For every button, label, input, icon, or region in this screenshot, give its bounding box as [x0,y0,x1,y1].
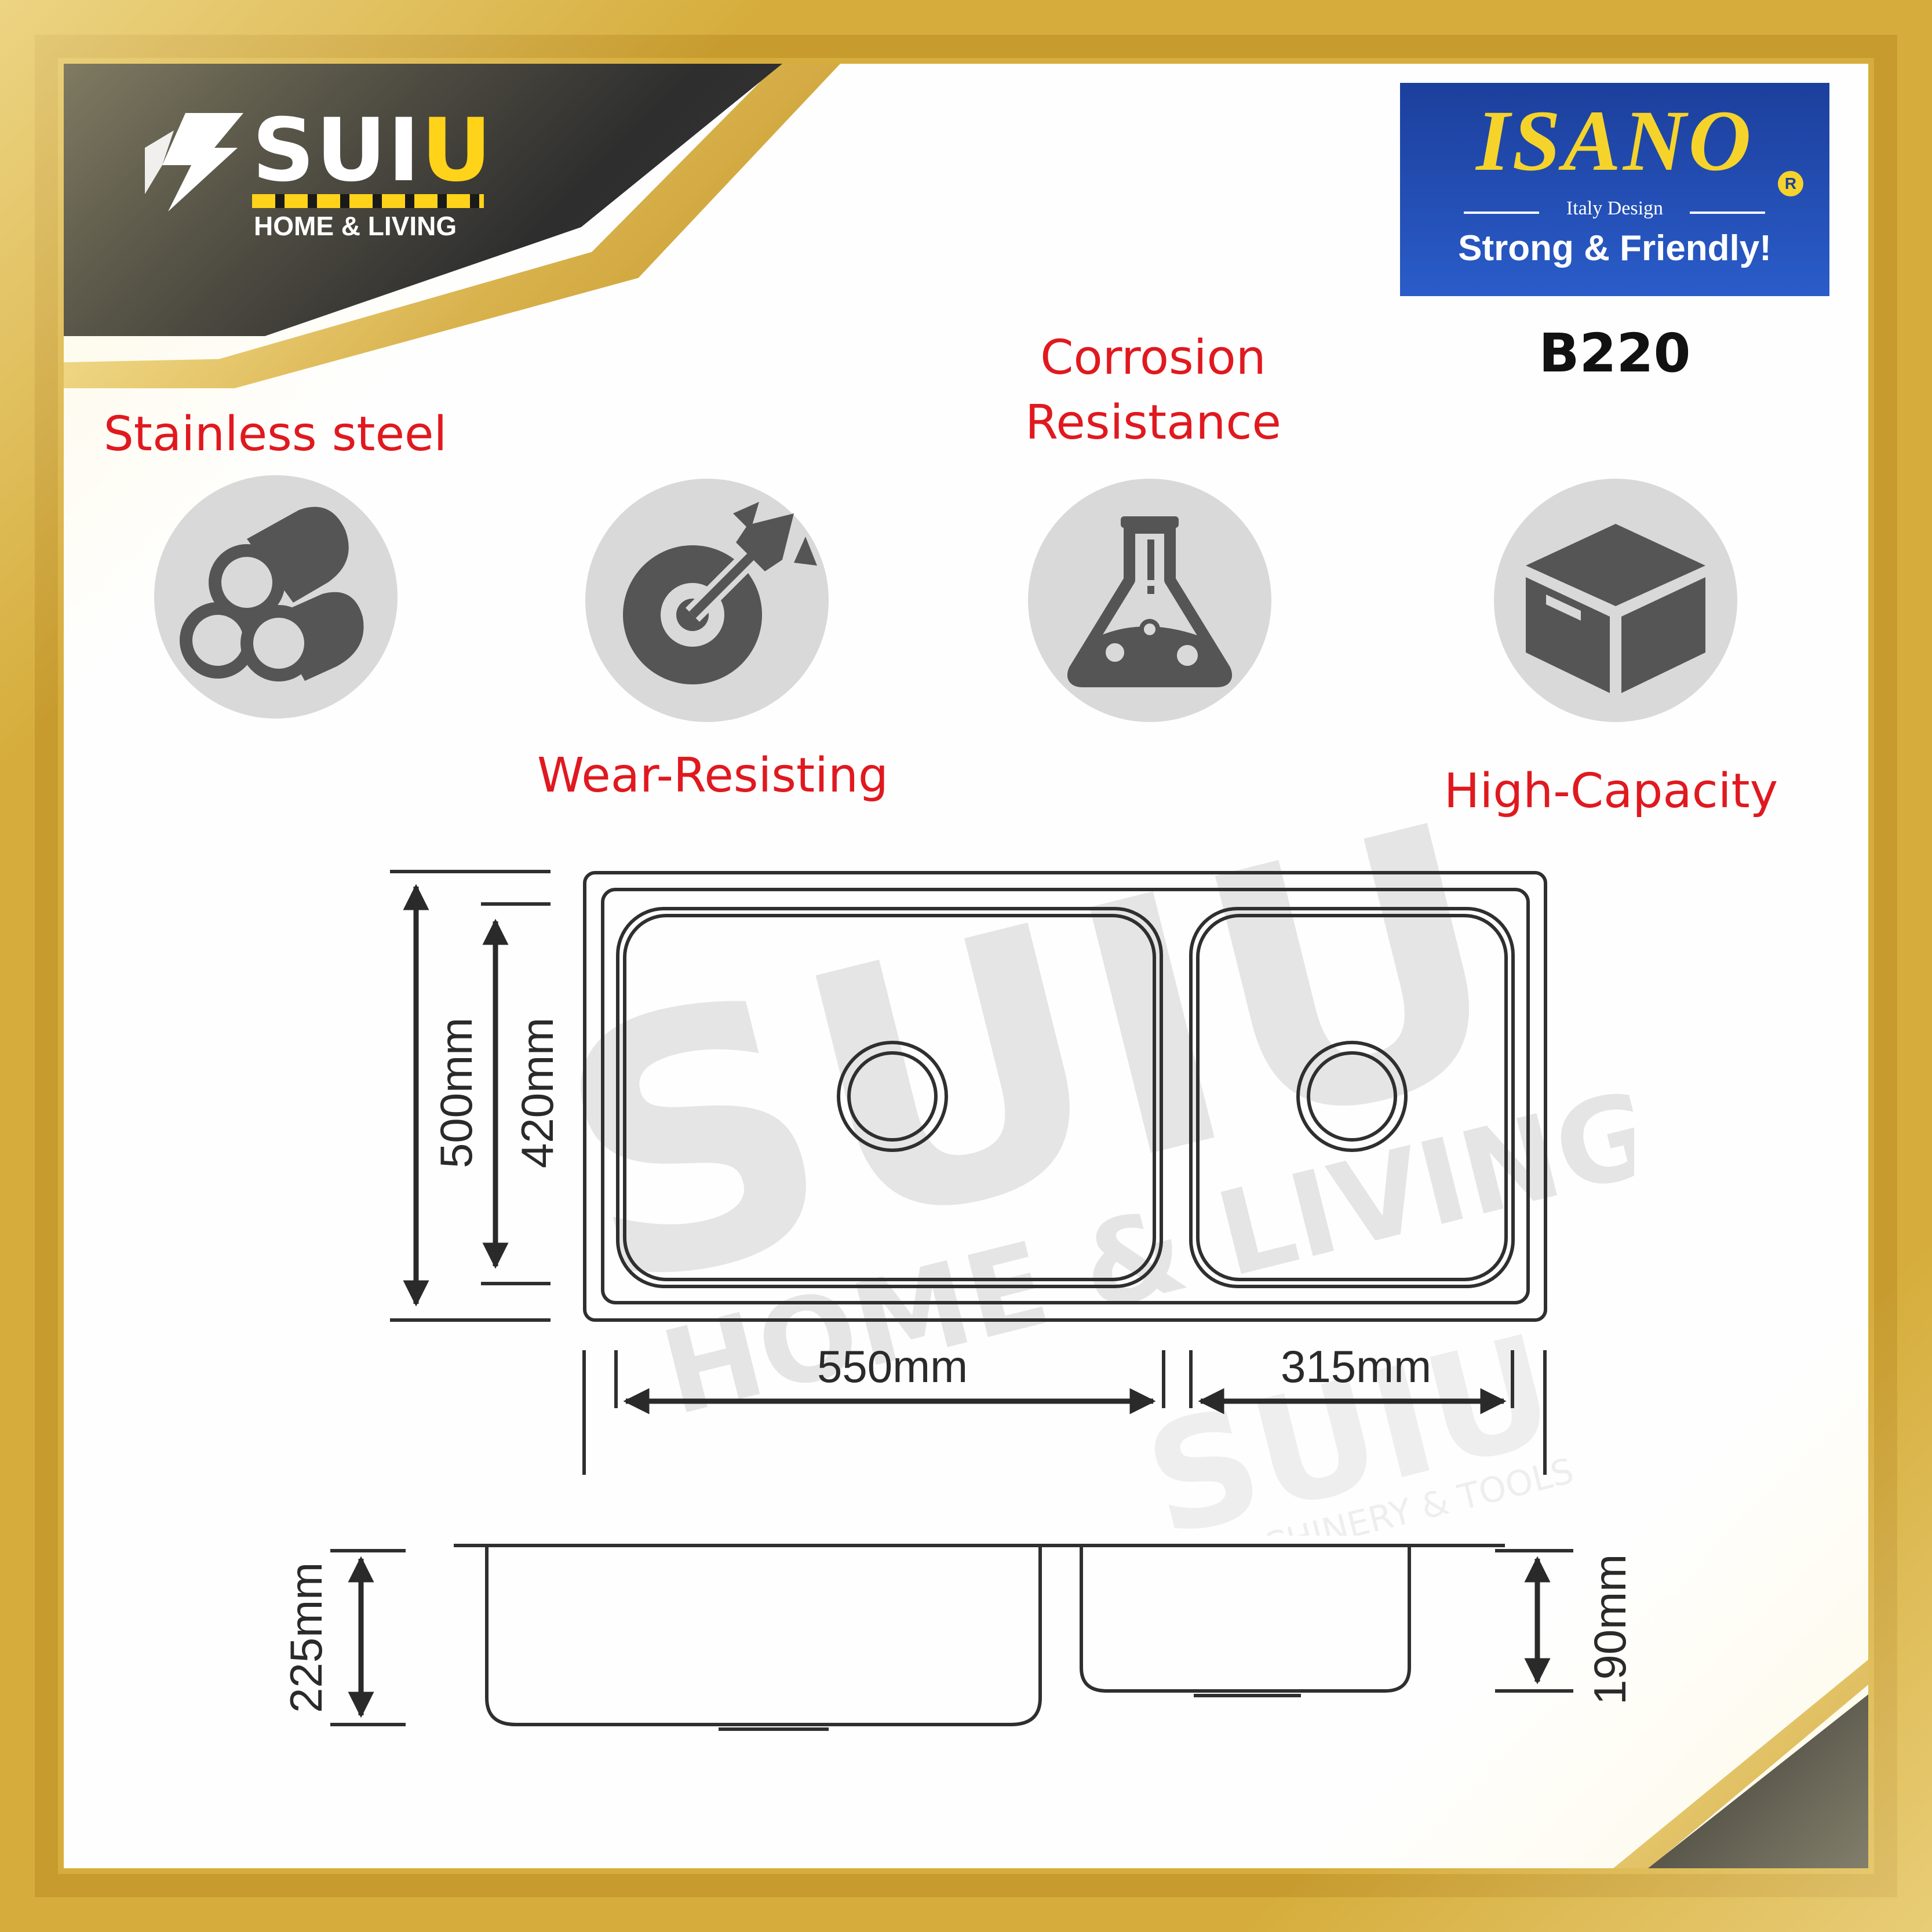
small-bowl-inner [1196,914,1508,1281]
model-number: B220 [1539,322,1691,384]
box-icon [1526,524,1705,693]
isano-divider-right [1690,212,1765,214]
dim-label-large-bowl-width: 550mm [816,1341,968,1392]
suiu-tagline: HOME & LIVING [254,211,457,241]
feature-label-stainless-steel: Stainless steel [103,407,447,462]
wear-disc-icon [623,502,817,684]
large-drain-inner [847,1051,938,1142]
small-bowl-outer [1189,907,1515,1288]
registered-mark: R [1778,171,1803,196]
isano-slogan: Strong & Friendly! [1458,228,1771,268]
feature-circle-steel [154,475,398,719]
feature-circle-capacity [1494,479,1737,722]
large-bowl-outer [616,907,1163,1288]
feature-label-high-capacity: High-Capacity [1443,764,1778,819]
sink-outline-rim [601,888,1530,1304]
dim-label-bowl-depth: 420mm [512,1017,563,1169]
small-bowl-side [1080,1545,1411,1693]
suiu-wordmark: SUIU [252,100,493,201]
large-bowl-side [485,1545,1042,1726]
large-bowl-inner [623,914,1156,1281]
flask-icon [1067,516,1232,687]
small-drain-outer [1296,1041,1408,1152]
sink-outline-outer [583,871,1547,1322]
dim-label-large-bowl-height: 225mm [280,1562,331,1714]
suiu-logo: SUIU HOME & LIVING [145,100,493,241]
steel-pipes-icon [180,506,364,681]
feature-circle-wear [585,479,829,722]
lightning-bolt-icon [145,113,243,212]
feature-circle-corrosion [1028,479,1271,722]
feature-label-corrosion: Corrosion [1040,330,1266,385]
isano-name: ISANO [1476,93,1754,189]
dim-label-small-bowl-height: 190mm [1584,1554,1635,1705]
isano-divider-left [1464,212,1539,214]
feature-label-resistance: Resistance [1025,395,1281,450]
feature-label-wear-resisting: Wear-Resisting [537,748,888,803]
isano-subtitle: Italy Design [1566,198,1664,219]
dim-label-small-bowl-width: 315mm [1280,1341,1432,1392]
small-drain-inner [1307,1051,1397,1142]
dim-label-overall-depth: 500mm [431,1017,482,1169]
large-drain-outer [837,1041,948,1152]
suiu-hazard-stripe [252,194,484,208]
isano-logo: ISANO R Italy Design Strong & Friendly! [1400,83,1829,296]
